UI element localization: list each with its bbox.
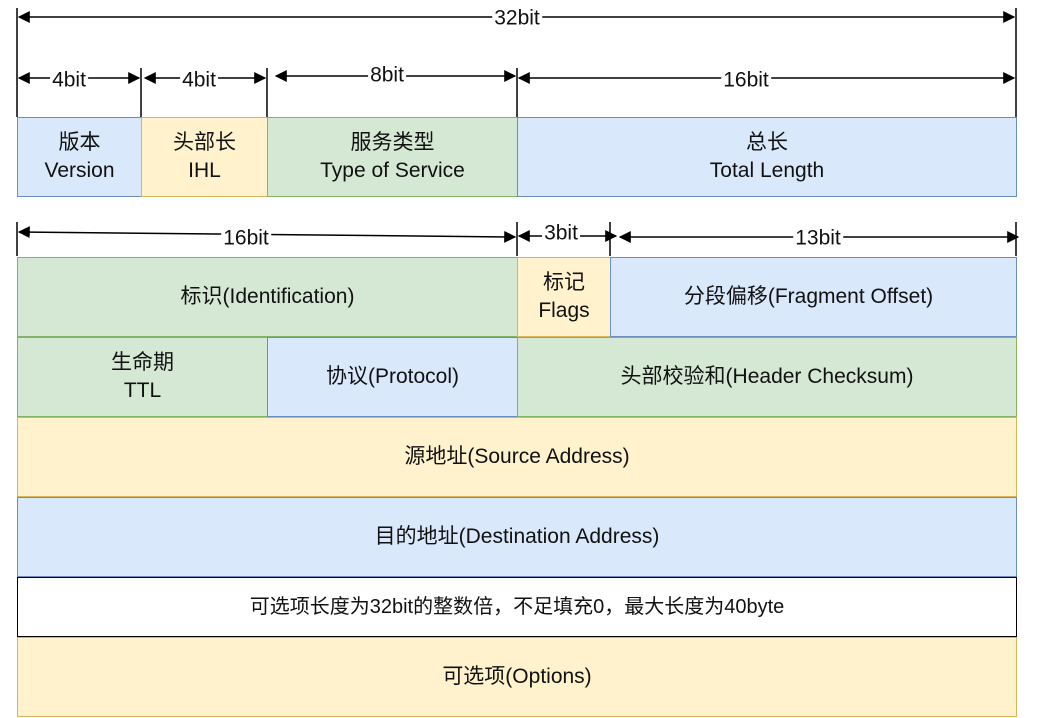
dim-label-flags: 3bit [542, 221, 580, 245]
dim-label-identification: 16bit [221, 226, 271, 250]
options-note-text: 可选项长度为32bit的整数倍，不足填充0，最大长度为40byte [249, 596, 785, 618]
field-total-length: 总长 Total Length [517, 117, 1017, 197]
field-tos-cn: 服务类型 [350, 131, 435, 154]
field-flags-cn: 标记 [543, 271, 585, 294]
options-note-box: 可选项长度为32bit的整数倍，不足填充0，最大长度为40byte [17, 577, 1017, 637]
field-fragment-offset: 分段偏移(Fragment Offset) [610, 257, 1017, 337]
field-source-address: 源地址(Source Address) [17, 417, 1017, 497]
field-ihl: 头部长 IHL [141, 117, 268, 197]
field-fragment-offset-label: 分段偏移(Fragment Offset) [683, 285, 934, 308]
dim-label-fragment-offset: 13bit [793, 226, 843, 250]
dim-label-ihl: 4bit [180, 68, 218, 92]
field-version-en: Version [44, 159, 115, 182]
field-ihl-cn: 头部长 [173, 131, 236, 154]
field-version-cn: 版本 [58, 131, 101, 154]
field-ttl: 生命期 TTL [17, 337, 268, 417]
field-total-length-en: Total Length [709, 159, 825, 182]
dim-label-32bit: 32bit [492, 6, 542, 30]
field-options: 可选项(Options) [17, 637, 1017, 717]
field-protocol-label: 协议(Protocol) [325, 365, 460, 388]
field-protocol: 协议(Protocol) [267, 337, 518, 417]
field-flags-en: Flags [538, 299, 590, 322]
field-ihl-en: IHL [188, 159, 221, 182]
field-destination-address-label: 目的地址(Destination Address) [374, 525, 660, 548]
field-ttl-cn: 生命期 [111, 351, 174, 374]
field-destination-address: 目的地址(Destination Address) [17, 497, 1017, 577]
field-source-address-label: 源地址(Source Address) [404, 445, 630, 468]
field-ttl-en: TTL [123, 379, 162, 402]
field-header-checksum-label: 头部校验和(Header Checksum) [620, 365, 914, 388]
field-version: 版本 Version [17, 117, 142, 197]
field-type-of-service: 服务类型 Type of Service [267, 117, 518, 197]
field-total-length-cn: 总长 [746, 131, 788, 154]
field-options-label: 可选项(Options) [442, 665, 592, 688]
dim-label-version: 4bit [50, 68, 88, 92]
dim-label-tos: 8bit [368, 63, 406, 87]
field-identification: 标识(Identification) [17, 257, 518, 337]
dim-label-total-length: 16bit [721, 68, 771, 92]
field-identification-label: 标识(Identification) [180, 285, 355, 308]
field-flags: 标记 Flags [517, 257, 611, 337]
field-header-checksum: 头部校验和(Header Checksum) [517, 337, 1017, 417]
field-tos-en: Type of Service [320, 159, 465, 182]
